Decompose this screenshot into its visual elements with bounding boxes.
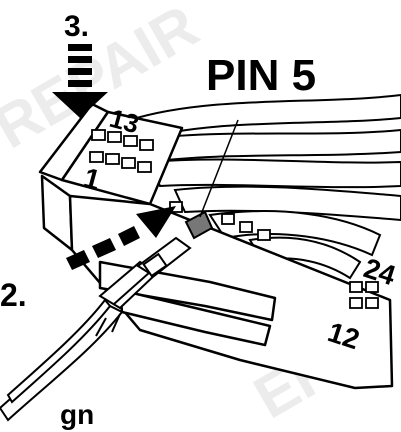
step-3-arrow xyxy=(52,44,108,118)
wire-bundle xyxy=(128,93,401,280)
step-2-arrow xyxy=(66,206,176,270)
step-3-label: 3. xyxy=(64,10,89,43)
pin-5-label: PIN 5 xyxy=(206,51,316,100)
pin-5-cavity xyxy=(184,210,214,240)
connector-housing xyxy=(38,102,394,390)
cavity-rows xyxy=(89,129,379,309)
pin-1-label: 1 xyxy=(80,162,103,196)
terminal-and-wire xyxy=(0,236,192,422)
pin-5-leader-line xyxy=(199,119,239,218)
step-2-label: 2. xyxy=(0,277,27,313)
wire-color-label: gn xyxy=(60,399,94,430)
